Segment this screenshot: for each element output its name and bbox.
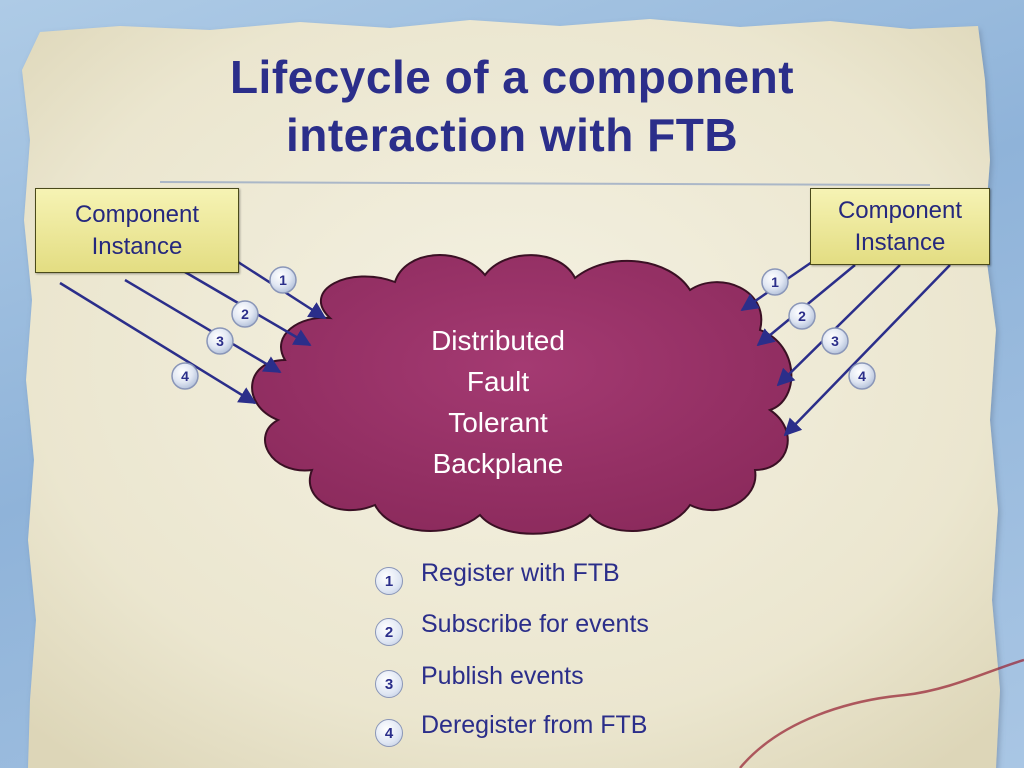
legend-number-badge: 1 (375, 567, 403, 595)
page-title-line-2: interaction with FTB (285, 109, 739, 161)
right-step-badge-2: 2 (788, 302, 816, 330)
cloud-label-line-3: Tolerant (448, 407, 548, 438)
svg-text:3: 3 (831, 333, 839, 349)
legend-text: Deregister from FTB (421, 711, 648, 739)
svg-text:1: 1 (771, 274, 779, 290)
left-arrow-3 (124, 278, 282, 374)
right-arrow-4 (783, 264, 951, 437)
right-step-badge-3: 3 (821, 327, 849, 355)
left-step-badge-3: 3 (206, 327, 234, 355)
legend-number-badge: 2 (375, 618, 403, 646)
title-separator (159, 181, 931, 186)
legend-text: Subscribe for events (421, 610, 649, 638)
svg-text:4: 4 (858, 368, 866, 384)
left-arrow-4 (59, 281, 257, 405)
cloud-label: Distributed Fault Tolerant Backplane (388, 320, 608, 484)
legend-number-badge: 4 (375, 719, 403, 747)
svg-text:4: 4 (181, 368, 189, 384)
svg-text:2: 2 (798, 308, 806, 324)
svg-text:2: 2 (241, 306, 249, 322)
right-component-label-line-2: Instance (854, 229, 946, 256)
legend-number-badge: 3 (375, 670, 403, 698)
legend-text: Register with FTB (421, 559, 620, 587)
cloud-label-line-1: Distributed (431, 325, 565, 356)
right-step-badge-4: 4 (848, 362, 876, 390)
right-component-label-line-1: Component (837, 197, 963, 224)
right-component-instance-box: Component Instance (810, 188, 990, 265)
left-step-badge-2: 2 (231, 300, 259, 328)
legend-text: Publish events (421, 662, 584, 690)
left-component-label-line-2: Instance (91, 233, 183, 260)
left-component-label-line-1: Component (74, 201, 200, 228)
left-step-badge-1: 1 (269, 266, 297, 294)
svg-text:3: 3 (216, 333, 224, 349)
left-component-instance-box: Component Instance (35, 188, 239, 273)
page-title-line-1: Lifecycle of a component (229, 51, 795, 103)
cloud-label-line-4: Backplane (432, 448, 564, 479)
cloud-label-line-2: Fault (466, 366, 530, 397)
backplane-cloud (251, 254, 793, 535)
right-step-badge-1: 1 (761, 268, 789, 296)
svg-text:1: 1 (279, 272, 287, 288)
left-step-badge-4: 4 (171, 362, 199, 390)
paper-stain-line (739, 658, 1024, 768)
right-arrow-3 (776, 264, 901, 387)
